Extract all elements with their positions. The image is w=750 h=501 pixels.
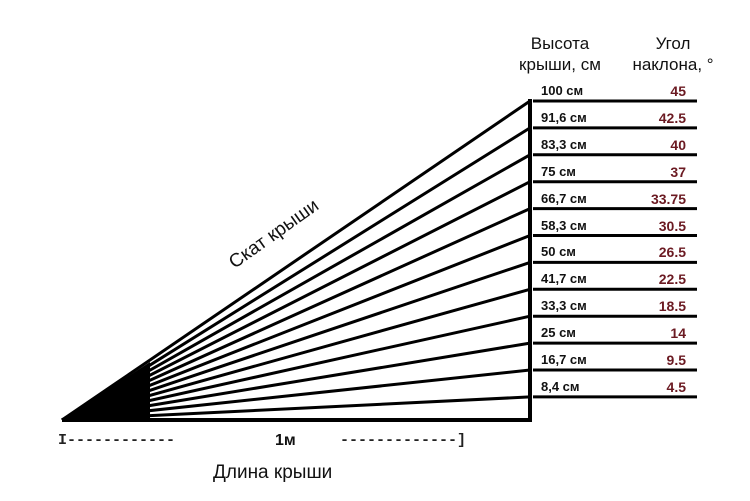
row-angle-value: 45 bbox=[670, 83, 686, 99]
row-angle-value: 22.5 bbox=[658, 271, 686, 288]
slope-line bbox=[61, 180, 531, 422]
row-angle-value: 14 bbox=[670, 325, 686, 342]
row-height-label: 50 см bbox=[541, 244, 576, 260]
row-height-label: 16,7 см bbox=[541, 352, 587, 367]
slope-line bbox=[61, 287, 531, 422]
row-angle-value: 33.75 bbox=[650, 190, 686, 207]
row-height-label: 100 см bbox=[541, 83, 584, 98]
slope-line bbox=[61, 207, 531, 422]
row-angle-value: 40 bbox=[670, 136, 686, 153]
scale-length-value: 1м bbox=[275, 432, 296, 449]
height-column-header: Высота крыши, см bbox=[515, 33, 605, 75]
row-height-label: 66,7 см bbox=[541, 190, 587, 206]
row-angle-value: 42.5 bbox=[658, 109, 686, 126]
angle-header-line2: наклона, ° bbox=[632, 55, 714, 74]
row-rules bbox=[533, 99, 697, 399]
slope-line bbox=[61, 234, 531, 422]
row-height-label: 83,3 см bbox=[541, 136, 587, 152]
angle-header-line1: Угол bbox=[655, 34, 691, 53]
angle-column-header: Угол наклона, ° bbox=[618, 33, 728, 75]
slope-line bbox=[61, 341, 531, 422]
row-height-label: 41,7 см bbox=[541, 271, 587, 287]
height-header-line1: Высота bbox=[530, 34, 590, 53]
height-header-line2: крыши, см bbox=[519, 55, 601, 74]
slope-line bbox=[61, 314, 531, 422]
row-angle-value: 26.5 bbox=[658, 244, 686, 261]
row-height-label: 25 см bbox=[541, 325, 576, 341]
row-height-label: 8,4 см bbox=[541, 378, 580, 394]
row-height-label: 75 см bbox=[541, 163, 576, 179]
row-angle-value: 37 bbox=[670, 163, 686, 180]
row-height-label: 91,6 см bbox=[541, 109, 587, 125]
row-angle-value: 4.5 bbox=[666, 378, 686, 395]
row-angle-value: 18.5 bbox=[658, 298, 686, 315]
slope-line bbox=[61, 99, 531, 422]
slope-line bbox=[61, 153, 531, 422]
slope-line bbox=[61, 126, 531, 422]
scale-right: -------------] bbox=[340, 432, 467, 449]
slope-line bbox=[61, 260, 531, 422]
row-height-label: 58,3 см bbox=[541, 217, 587, 233]
scale-left: I------------ bbox=[58, 432, 176, 449]
slope-line bbox=[61, 368, 531, 422]
row-angle-value: 9.5 bbox=[666, 352, 686, 368]
slope-lines bbox=[61, 99, 531, 422]
slope-line bbox=[61, 395, 531, 422]
length-label: Длина крыши bbox=[213, 462, 333, 483]
row-angle-value: 30.5 bbox=[658, 217, 686, 234]
row-height-label: 33,3 см bbox=[541, 298, 587, 314]
